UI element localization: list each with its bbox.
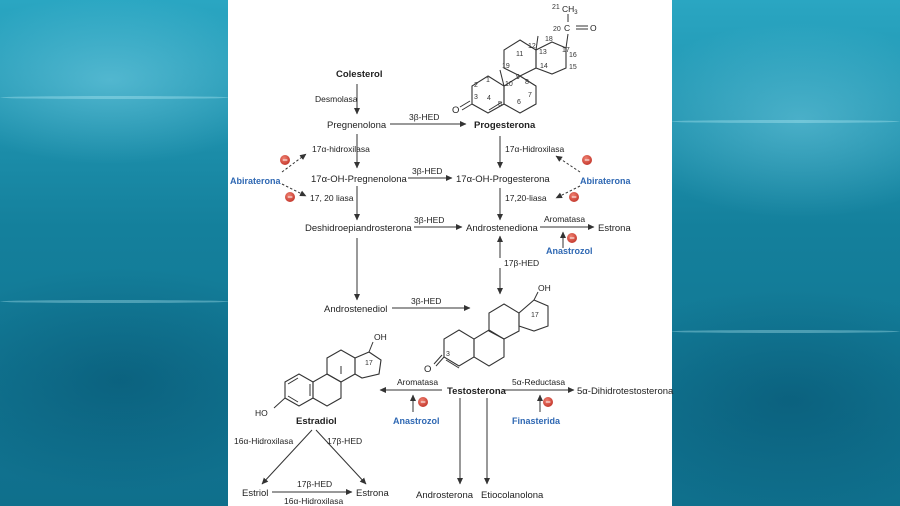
- svg-text:15: 15: [569, 64, 577, 71]
- testosterona-label: Testosterona: [447, 386, 507, 397]
- svg-text:11: 11: [516, 51, 523, 58]
- aromatasa-top-label: Aromatasa: [544, 214, 585, 224]
- oh-progesterona-label: 17α-OH-Progesterona: [456, 174, 550, 185]
- svg-text:13: 13: [539, 49, 547, 56]
- diagram-panel: [228, 0, 672, 506]
- colesterol-label: Colesterol: [336, 69, 382, 80]
- oxygen-label: O: [424, 364, 431, 375]
- inhibition-badge: −: [280, 155, 290, 165]
- inhibition-badge: −: [569, 192, 579, 202]
- carbon-label: C: [564, 23, 570, 33]
- progesterona-label: Progesterona: [474, 120, 536, 131]
- hed17b-label: 17β-HED: [504, 258, 539, 268]
- progesterona-structure: CH3 C O O 21 20 18 17 16 15 14 13 12 11 …: [452, 4, 597, 116]
- svg-text:6: 6: [517, 99, 521, 106]
- hidroxilasa16-bottom-label: 16α-Hidroxilasa: [284, 496, 344, 506]
- svg-text:−: −: [571, 192, 576, 202]
- hed3b-label: 3β-HED: [412, 166, 442, 176]
- inhibition-badge: −: [543, 397, 553, 407]
- hidroxilasa-right-label: 17α-Hidroxilasa: [505, 144, 565, 154]
- background-wave: [670, 330, 900, 333]
- dhea-label: Deshidroepiandrosterona: [305, 223, 412, 234]
- svg-text:14: 14: [540, 63, 548, 70]
- dht-label: 5α-Dihidrotestosterona: [577, 386, 674, 397]
- svg-text:2: 2: [474, 82, 478, 89]
- inhibition-badge: −: [582, 155, 592, 165]
- background-wave: [0, 300, 230, 303]
- ho-label: HO: [255, 408, 268, 418]
- inhibition-badge: −: [567, 233, 577, 243]
- svg-text:17: 17: [365, 360, 373, 367]
- svg-text:17: 17: [562, 47, 570, 54]
- anastrozol-top-label: Anastrozol: [546, 246, 593, 256]
- svg-text:12: 12: [528, 43, 536, 50]
- liasa-left-label: 17, 20 liasa: [310, 193, 354, 203]
- pathway-arrows: [261, 84, 595, 495]
- oh-label: OH: [538, 283, 551, 293]
- oh-pregnenolona-label: 17α-OH-Pregnenolona: [311, 174, 408, 185]
- hed3b-label: 3β-HED: [411, 296, 441, 306]
- oxygen-label: O: [452, 105, 459, 116]
- svg-text:−: −: [545, 397, 550, 407]
- svg-text:8: 8: [525, 79, 529, 86]
- enzyme-labels: Desmolasa 3β-HED 17α-hidroxilasa 17α-Hid…: [234, 94, 585, 506]
- estradiol-label: Estradiol: [296, 416, 337, 427]
- androsterona-label: Androsterona: [416, 490, 474, 501]
- svg-text:5: 5: [498, 101, 502, 108]
- svg-text:20: 20: [553, 26, 561, 33]
- desmolasa-label: Desmolasa: [315, 94, 358, 104]
- background-wave: [0, 96, 230, 99]
- hed17b-label: 17β-HED: [327, 436, 362, 446]
- svg-text:9: 9: [516, 74, 520, 81]
- inhibitors: Abiraterona Abiraterona Anastrozol Anast…: [230, 155, 632, 426]
- estrona-top-label: Estrona: [598, 223, 631, 234]
- svg-text:−: −: [282, 155, 287, 165]
- oh-label: OH: [374, 332, 387, 342]
- abiraterona-left-label: Abiraterona: [230, 176, 282, 186]
- hed3b-label: 3β-HED: [409, 112, 439, 122]
- svg-text:4: 4: [487, 95, 491, 102]
- oxygen-label: O: [590, 23, 597, 33]
- hidroxilasa16-left-label: 16α-Hidroxilasa: [234, 436, 294, 446]
- svg-text:−: −: [287, 192, 292, 202]
- svg-text:16: 16: [569, 52, 577, 59]
- background-wave: [670, 120, 900, 123]
- androstenediona-label: Androstenediona: [466, 223, 539, 234]
- svg-text:10: 10: [505, 81, 513, 88]
- inhibition-badge: −: [285, 192, 295, 202]
- svg-text:−: −: [584, 155, 589, 165]
- ch3-label: CH3: [562, 4, 578, 16]
- liasa-right-label: 17,20-liasa: [505, 193, 547, 203]
- svg-text:−: −: [420, 397, 425, 407]
- svg-text:21: 21: [552, 4, 560, 11]
- inhibition-badge: −: [418, 397, 428, 407]
- svg-text:19: 19: [502, 63, 510, 70]
- svg-text:1: 1: [486, 77, 490, 84]
- reductasa-label: 5α-Reductasa: [512, 377, 565, 387]
- estriol-label: Estriol: [242, 488, 268, 499]
- svg-text:17: 17: [531, 312, 539, 319]
- androstenediol-label: Androstenediol: [324, 304, 387, 315]
- svg-text:18: 18: [545, 36, 553, 43]
- testosterona-structure: OH 17 3 O: [424, 283, 551, 375]
- hed3b-label: 3β-HED: [414, 215, 444, 225]
- hed17b-label: 17β-HED: [297, 479, 332, 489]
- finasterida-label: Finasterida: [512, 416, 561, 426]
- svg-text:−: −: [569, 233, 574, 243]
- svg-text:3: 3: [446, 351, 450, 358]
- hidroxilasa-left-label: 17α-hidroxilasa: [312, 144, 370, 154]
- estradiol-structure: OH 17 HO: [255, 332, 387, 418]
- compound-labels: Colesterol Pregnenolona Progesterona 17α…: [242, 69, 674, 501]
- etiocolanolona-label: Etiocolanolona: [481, 490, 544, 501]
- abiraterona-right-label: Abiraterona: [580, 176, 632, 186]
- svg-text:3: 3: [474, 94, 478, 101]
- svg-text:7: 7: [528, 92, 532, 99]
- aromatasa-bottom-label: Aromatasa: [397, 377, 438, 387]
- estrona-bottom-label: Estrona: [356, 488, 389, 499]
- anastrozol-bottom-label: Anastrozol: [393, 416, 440, 426]
- pregnenolona-label: Pregnenolona: [327, 120, 387, 131]
